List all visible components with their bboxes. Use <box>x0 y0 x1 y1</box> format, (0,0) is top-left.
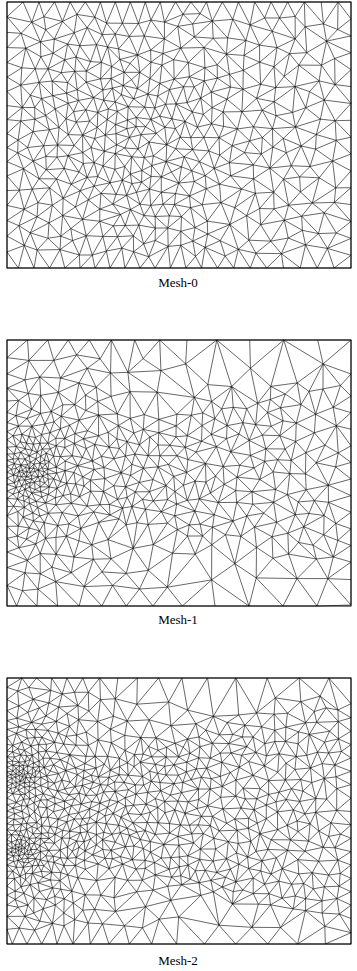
mesh-boundary <box>7 678 351 944</box>
triangular-mesh <box>7 2 351 268</box>
mesh-label: Mesh-2 <box>156 953 200 969</box>
mesh-label: Mesh-0 <box>156 275 200 291</box>
mesh-edges <box>7 340 351 606</box>
mesh-boundary <box>7 340 351 606</box>
triangular-mesh <box>7 678 351 944</box>
triangular-mesh <box>7 340 351 606</box>
mesh-label: Mesh-1 <box>156 612 200 628</box>
mesh-edges <box>7 678 351 944</box>
mesh-edges <box>7 2 351 268</box>
mesh-boundary <box>7 2 351 268</box>
